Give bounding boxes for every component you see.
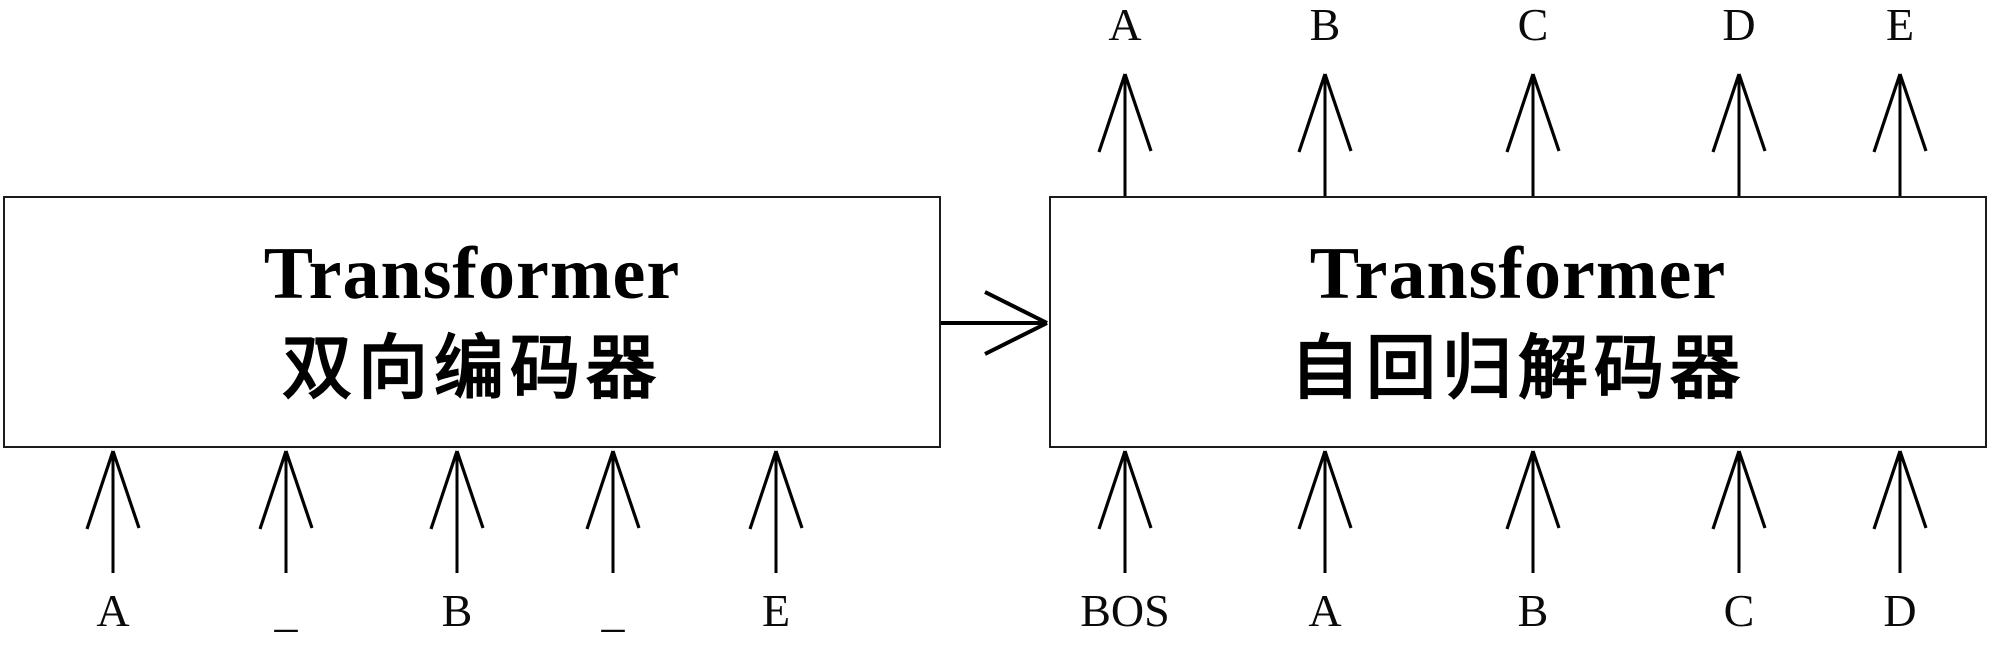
encoder-input-arrow xyxy=(746,448,806,573)
decoder-output-arrow xyxy=(1295,71,1355,196)
decoder-title-en: Transformer xyxy=(1309,233,1727,315)
decoder-input-arrow xyxy=(1295,448,1355,573)
decoder-output-arrow xyxy=(1870,71,1930,196)
decoder-title-zh: 自回归解码器 xyxy=(1290,331,1746,408)
encoder-title-zh: 双向编码器 xyxy=(282,331,662,408)
decoder-output-token: A xyxy=(1108,0,1142,50)
decoder-output-arrow xyxy=(1709,71,1769,196)
encoder-input-token: E xyxy=(761,585,791,636)
encoder-input-token: A xyxy=(96,585,130,636)
encoder-input-arrow xyxy=(83,448,143,573)
encoder-input-token: _ xyxy=(274,585,298,636)
decoder-input-token: C xyxy=(1723,585,1755,636)
encoder-box: Transformer 双向编码器 xyxy=(3,196,941,448)
decoder-output-token: B xyxy=(1309,0,1341,50)
encoder-input-arrow xyxy=(256,448,316,573)
decoder-output-token: D xyxy=(1722,0,1756,50)
decoder-output-token: E xyxy=(1885,0,1915,50)
encoder-to-decoder-arrow xyxy=(935,284,1053,362)
decoder-input-arrow xyxy=(1709,448,1769,573)
decoder-input-arrow xyxy=(1503,448,1563,573)
decoder-box: Transformer 自回归解码器 xyxy=(1049,196,1987,448)
decoder-input-token: BOS xyxy=(1080,585,1170,636)
encoder-input-arrow xyxy=(583,448,643,573)
decoder-output-arrow xyxy=(1095,71,1155,196)
decoder-input-token: A xyxy=(1308,585,1342,636)
decoder-input-arrow xyxy=(1095,448,1155,573)
decoder-output-arrow xyxy=(1503,71,1563,196)
decoder-input-arrow xyxy=(1870,448,1930,573)
decoder-input-token: B xyxy=(1517,585,1549,636)
decoder-output-token: C xyxy=(1517,0,1549,50)
encoder-input-token: B xyxy=(441,585,473,636)
decoder-input-token: D xyxy=(1883,585,1917,636)
encoder-input-token: _ xyxy=(601,585,625,636)
encoder-input-arrow xyxy=(427,448,487,573)
encoder-title-en: Transformer xyxy=(263,233,681,315)
